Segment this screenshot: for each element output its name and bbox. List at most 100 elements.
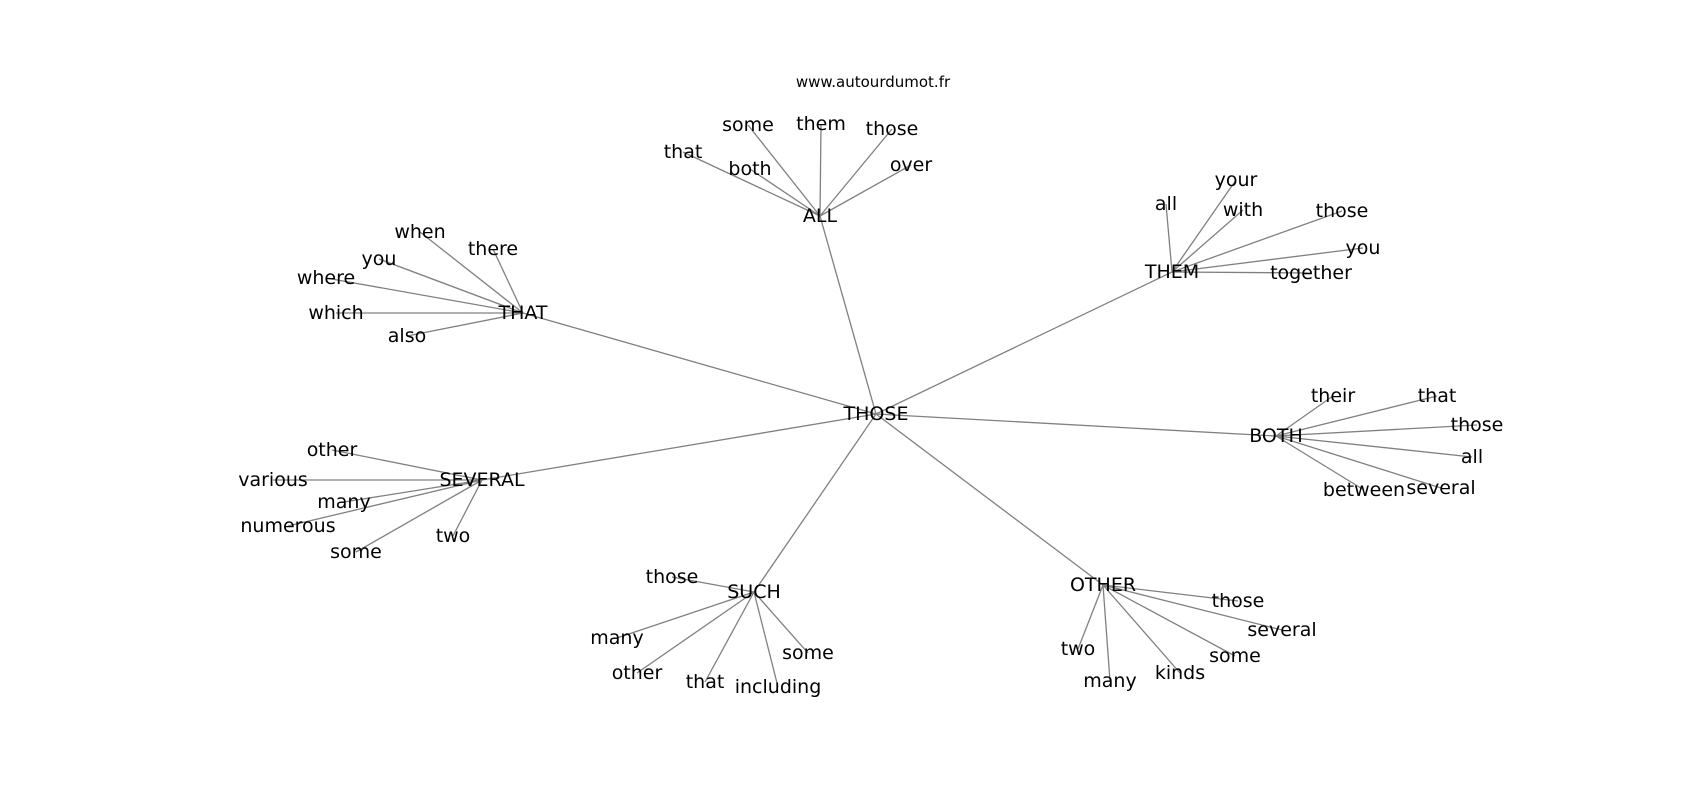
edge-both-their [1275,395,1334,437]
leaf-node[interactable]: together [1270,262,1352,284]
hub-node-all[interactable]: ALL [803,205,838,227]
edge-other-some [1102,584,1236,657]
edge-root-all [819,215,877,415]
leaf-node[interactable]: with [1223,199,1263,221]
edge-such-some [753,591,809,654]
edge-several-other [331,449,483,481]
leaf-node[interactable]: their [1311,385,1355,407]
edge-such-many [616,591,755,639]
edge-them-all [1165,203,1173,273]
edge-root-several [481,413,877,481]
leaf-node[interactable]: your [1215,169,1258,191]
hub-node-other[interactable]: OTHER [1070,574,1136,596]
leaf-node[interactable]: both [728,158,771,180]
edge-several-numerous [287,479,483,527]
edge-such-other [636,591,755,674]
leaf-node[interactable]: those [1212,590,1265,612]
edge-that-there [492,248,524,314]
hub-node-such[interactable]: SUCH [727,581,781,603]
edge-both-several [1275,435,1442,489]
leaf-node[interactable]: where [297,267,355,289]
hub-node-them[interactable]: THEM [1144,261,1199,283]
leaf-node[interactable]: between [1323,479,1405,501]
edge-several-many [343,479,483,503]
edge-other-those [1102,584,1239,602]
leaf-node[interactable]: some [782,642,834,664]
leaf-node[interactable]: various [238,469,308,491]
leaf-node[interactable]: several [1406,477,1475,499]
edge-all-them [819,123,822,217]
leaf-node[interactable]: you [362,248,397,270]
edge-other-two [1077,584,1104,650]
leaf-node[interactable]: those [1451,414,1504,436]
leaf-node[interactable]: which [308,302,363,324]
edge-that-also [406,312,524,337]
edge-them-those [1171,210,1343,273]
leaf-node[interactable]: there [468,238,518,260]
edge-root-both [875,413,1277,437]
edge-other-many [1102,584,1111,682]
leaf-node[interactable]: many [1083,670,1136,692]
edge-all-that [682,151,821,217]
leaf-node[interactable]: those [1316,200,1369,222]
edge-root-such [753,413,877,593]
leaf-node[interactable]: some [722,114,774,136]
leaf-node[interactable]: when [394,221,445,243]
leaf-node[interactable]: some [330,541,382,563]
leaf-node[interactable]: two [436,525,471,547]
edge-such-that [704,591,755,683]
leaf-node[interactable]: that [1418,385,1457,407]
hub-node-both[interactable]: BOTH [1249,425,1303,447]
edge-all-those [819,128,893,217]
edge-that-when [419,231,524,314]
edge-other-kinds [1102,584,1181,674]
edge-other-several [1102,584,1283,631]
leaf-node[interactable]: two [1061,638,1096,660]
leaf-node[interactable]: all [1461,446,1483,468]
leaf-node[interactable]: including [735,676,822,698]
edge-root-them [875,271,1173,415]
leaf-node[interactable]: kinds [1155,662,1205,684]
leaf-node[interactable]: those [866,118,919,140]
edge-them-your [1171,179,1237,273]
leaf-node[interactable]: other [612,662,663,684]
edge-all-some [747,124,821,217]
edge-both-all [1275,435,1473,458]
leaf-node[interactable]: over [890,154,933,176]
site-credit[interactable]: www.autourdumot.fr [796,73,951,91]
edge-both-between [1275,435,1365,491]
leaf-node[interactable]: many [317,491,370,513]
hub-node-that[interactable]: THAT [497,302,547,324]
edge-such-including [753,591,779,688]
leaf-node[interactable]: those [646,566,699,588]
leaf-node[interactable]: them [796,113,846,135]
leaf-node[interactable]: all [1155,193,1177,215]
hub-node-several[interactable]: SEVERAL [439,469,524,491]
edge-root-other [875,413,1104,586]
edge-root-that [522,312,877,415]
leaf-node[interactable]: that [664,141,703,163]
leaf-node[interactable]: that [686,671,725,693]
root-node[interactable]: THOSE [843,403,909,425]
leaf-node[interactable]: several [1247,619,1316,641]
edge-that-where [325,277,524,314]
edge-several-some [355,479,483,553]
edge-them-with [1171,209,1244,273]
leaf-node[interactable]: other [307,439,358,461]
edge-them-together [1171,271,1312,274]
edge-them-you [1171,247,1364,273]
edge-both-those [1275,424,1478,437]
edge-all-over [819,164,912,217]
edge-such-those [671,576,755,593]
leaf-node[interactable]: some [1209,645,1261,667]
edge-both-that [1275,395,1438,437]
leaf-node[interactable]: many [590,627,643,649]
leaf-node[interactable]: numerous [240,515,335,537]
edge-all-both [749,168,821,217]
graph-edges [273,123,1478,688]
leaf-node[interactable]: you [1346,237,1381,259]
leaf-node[interactable]: also [388,325,426,347]
edge-that-you [378,258,524,314]
